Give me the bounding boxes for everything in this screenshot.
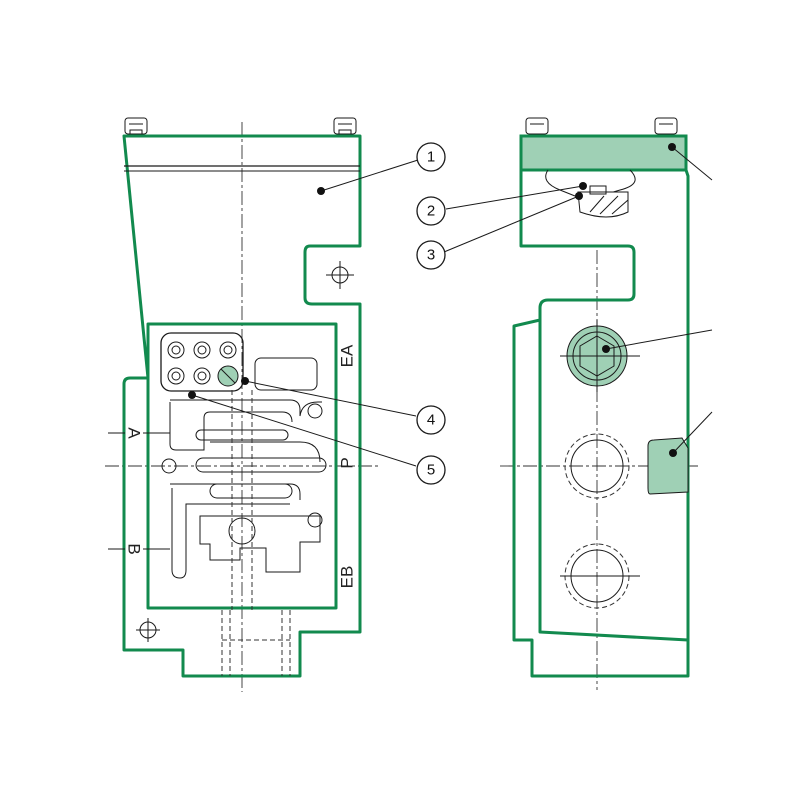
callout-2-label: 2 bbox=[427, 203, 435, 220]
top-screw-left bbox=[124, 117, 148, 137]
port-label-b: B bbox=[125, 543, 144, 554]
pin-holes bbox=[167, 341, 237, 385]
port-label-eb: EB bbox=[338, 566, 357, 589]
callout-4: 4 bbox=[416, 405, 446, 435]
side-body-outline bbox=[512, 168, 690, 678]
middle-port bbox=[570, 439, 624, 493]
port-label-ea: EA bbox=[338, 344, 357, 367]
header-cap bbox=[519, 134, 688, 172]
valve-body-outline bbox=[122, 134, 362, 678]
side-inner-edge bbox=[538, 320, 689, 642]
cap-plug bbox=[577, 191, 629, 218]
plug-hatching bbox=[589, 195, 629, 215]
side-view bbox=[500, 117, 700, 690]
internal-channels bbox=[161, 357, 327, 579]
bottom-hidden-bore bbox=[221, 610, 291, 676]
highlighted-side-fitting bbox=[647, 437, 689, 495]
side-screw-left bbox=[525, 117, 549, 135]
callout-5-label: 5 bbox=[427, 462, 435, 479]
top-screw-right bbox=[333, 117, 357, 137]
inner-plate-outline bbox=[146, 322, 338, 610]
callout-3: 3 bbox=[416, 240, 446, 270]
leader-lines bbox=[191, 146, 713, 467]
front-view: A B EA P EB bbox=[105, 117, 380, 692]
callout-1: 1 bbox=[416, 142, 446, 172]
callout-4-label: 4 bbox=[427, 412, 435, 429]
callout-3-label: 3 bbox=[427, 247, 435, 264]
hidden-spool bbox=[231, 390, 253, 610]
side-screw-right bbox=[654, 117, 678, 135]
callout-1-label: 1 bbox=[427, 149, 435, 166]
port-label-p: P bbox=[338, 457, 357, 468]
callout-5: 5 bbox=[416, 455, 446, 485]
port-label-a: A bbox=[125, 427, 144, 439]
leader-dots bbox=[188, 143, 677, 457]
pin-block bbox=[160, 332, 244, 392]
middle-port-outer bbox=[564, 433, 630, 499]
callout-2: 2 bbox=[416, 196, 446, 226]
